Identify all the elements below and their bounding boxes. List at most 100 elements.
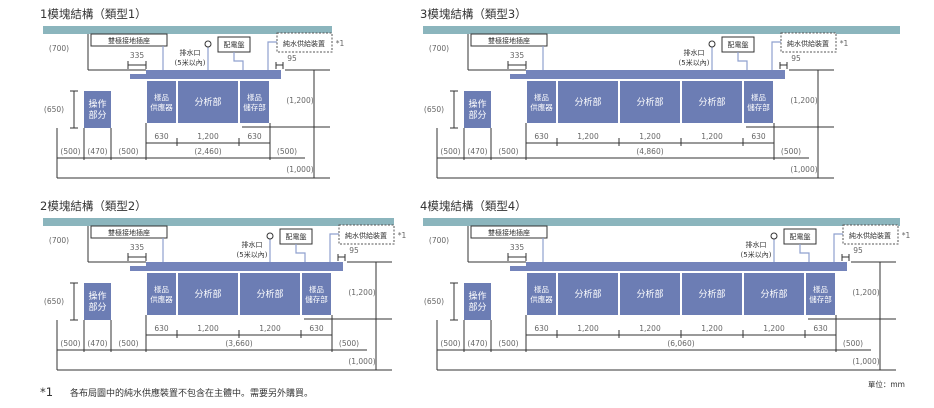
- module-width-label: 630: [247, 132, 262, 141]
- module-label: 樣品: [534, 92, 549, 102]
- dim-500-label: (500): [60, 147, 80, 156]
- footnote-mark: *1: [40, 385, 53, 399]
- module-label: 樣品: [154, 284, 169, 294]
- base-strip: [146, 70, 281, 79]
- dim-335-label: 335: [130, 243, 145, 252]
- module-label: 樣品: [309, 284, 324, 294]
- dim-500-label: (500): [781, 147, 801, 156]
- module-label: 分析部: [698, 96, 725, 108]
- total-width-label: (4,860): [636, 147, 663, 156]
- operator-label: 操作: [468, 98, 486, 110]
- module-label: 分析部: [256, 288, 283, 300]
- base-strip: [526, 70, 785, 79]
- module-width-label: 630: [309, 324, 324, 333]
- module-analyzer: [682, 273, 742, 315]
- outlet-box: [470, 33, 548, 47]
- drain-note: (5米以內): [741, 250, 772, 259]
- module-width-label: 1,200: [639, 132, 661, 141]
- module-width-label: 1,200: [197, 132, 219, 141]
- module-label: 儲存部: [305, 294, 328, 304]
- module-label: 分析部: [194, 288, 221, 300]
- power-cable: [737, 52, 748, 70]
- module-label: 供應器: [530, 294, 553, 304]
- module-label: 樣品: [534, 284, 549, 294]
- dim-500-label: (500): [277, 147, 297, 156]
- operator-label: 部分: [468, 301, 486, 313]
- dim-650-label: (650): [44, 297, 64, 306]
- base-strip: [146, 262, 343, 271]
- module-storage: [744, 81, 773, 123]
- module-label: 分析部: [574, 288, 601, 300]
- panel-title: 3模塊結構（類型3）: [420, 7, 527, 21]
- outlet-box: [90, 225, 168, 239]
- dim-700-label: (700): [49, 44, 69, 53]
- total-width-label: (6,060): [667, 339, 694, 348]
- dim-1000-label: (1,000): [348, 357, 375, 366]
- footnote-text: 各布局圖中的純水供應裝置不包含在主體中。需要另外購買。: [70, 387, 313, 399]
- module-sampler: [527, 273, 556, 315]
- total-width-label: (2,460): [194, 147, 221, 156]
- dim-335-label: 335: [510, 243, 525, 252]
- water-note-mark: *1: [902, 231, 911, 240]
- dim-1000-label: (1,000): [286, 165, 313, 174]
- module-storage: [302, 273, 331, 315]
- module-label: 分析部: [194, 96, 221, 108]
- dim-1200-label: (1,200): [790, 96, 817, 105]
- outlet-label: 雙極接地插座: [488, 36, 530, 45]
- module-width-label: 1,200: [577, 132, 599, 141]
- module-analyzer: [178, 273, 238, 315]
- module-label: 分析部: [698, 288, 725, 300]
- power-cable: [799, 244, 810, 262]
- module-label: 儲存部: [243, 102, 266, 112]
- dim-470-label: (470): [87, 339, 107, 348]
- dim-95-label: 95: [853, 246, 863, 255]
- drain-label: 排水口: [242, 240, 263, 249]
- panel-title: 4模塊結構（類型4）: [420, 199, 527, 213]
- total-width-label: (3,660): [225, 339, 252, 348]
- drain-icon: [770, 232, 778, 240]
- module-analyzer: [620, 273, 680, 315]
- drain-icon: [266, 232, 274, 240]
- dim-95-label: 95: [349, 246, 359, 255]
- module-label: 分析部: [636, 288, 663, 300]
- water-supply-label: 純水供給裝置: [849, 231, 891, 240]
- dim-700-label: (700): [429, 44, 449, 53]
- module-width-label: 630: [534, 132, 549, 141]
- outlet-label: 雙極接地插座: [108, 36, 150, 45]
- water-note-mark: *1: [398, 231, 407, 240]
- module-width-label: 1,200: [701, 324, 723, 333]
- base-strip-step: [510, 74, 526, 79]
- panel-title: 2模塊結構（類型2）: [40, 199, 147, 213]
- dim-500-label: (500): [60, 339, 80, 348]
- water-pipe: [833, 233, 843, 262]
- module-width-label: 630: [813, 324, 828, 333]
- water-note-mark: *1: [336, 39, 345, 48]
- module-analyzer: [178, 81, 238, 123]
- dim-500-label: (500): [498, 339, 518, 348]
- module-label: 樣品: [751, 92, 766, 102]
- dim-470-label: (470): [467, 147, 487, 156]
- power-panel-label: 配電盤: [728, 40, 749, 49]
- module-analyzer: [558, 273, 618, 315]
- power-cable: [233, 52, 244, 70]
- module-label: 儲存部: [809, 294, 832, 304]
- module-label: 分析部: [636, 96, 663, 108]
- dim-1200-label: (1,200): [348, 288, 375, 297]
- operator-box: [464, 91, 491, 128]
- drain-icon: [708, 40, 716, 48]
- module-width-label: 630: [154, 132, 169, 141]
- module-sampler: [147, 81, 176, 123]
- module-storage: [806, 273, 835, 315]
- power-panel-label: 配電盤: [286, 232, 307, 241]
- dim-500-label: (500): [440, 147, 460, 156]
- dim-650-label: (650): [44, 105, 64, 114]
- module-analyzer: [558, 81, 618, 123]
- drain-note: (5米以內): [175, 58, 206, 67]
- power-panel-label: 配電盤: [790, 232, 811, 241]
- module-width-label: 1,200: [259, 324, 281, 333]
- power-panel-label: 配電盤: [224, 40, 245, 49]
- module-analyzer: [240, 273, 300, 315]
- module-label: 樣品: [813, 284, 828, 294]
- dim-500-label: (500): [843, 339, 863, 348]
